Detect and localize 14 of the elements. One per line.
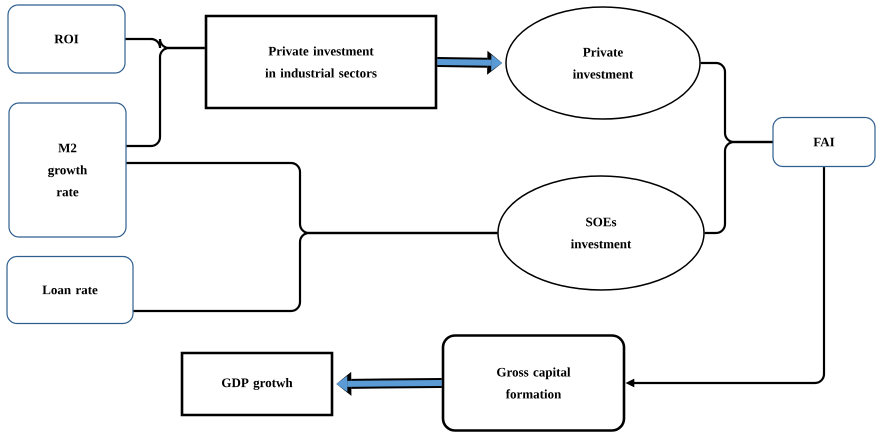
brace-connector [126, 46, 205, 148]
brace-connector [704, 140, 772, 234]
process-box: Private investment in industrial sectors [204, 14, 438, 110]
block-arrow [336, 372, 442, 396]
ellipse-node: SOEs investment [497, 175, 705, 291]
ellipse-node: Private investment [505, 6, 701, 120]
process-box: GDP grotwh [180, 352, 334, 416]
block-arrow [437, 50, 502, 75]
process-box: Gross capital formation [442, 334, 626, 432]
input-box: ROI [7, 4, 126, 74]
input-box: Loan rate [6, 256, 134, 324]
input-box: M2 growth rate [8, 102, 127, 238]
brace-connector [134, 232, 498, 312]
input-box: FAI [772, 116, 876, 168]
